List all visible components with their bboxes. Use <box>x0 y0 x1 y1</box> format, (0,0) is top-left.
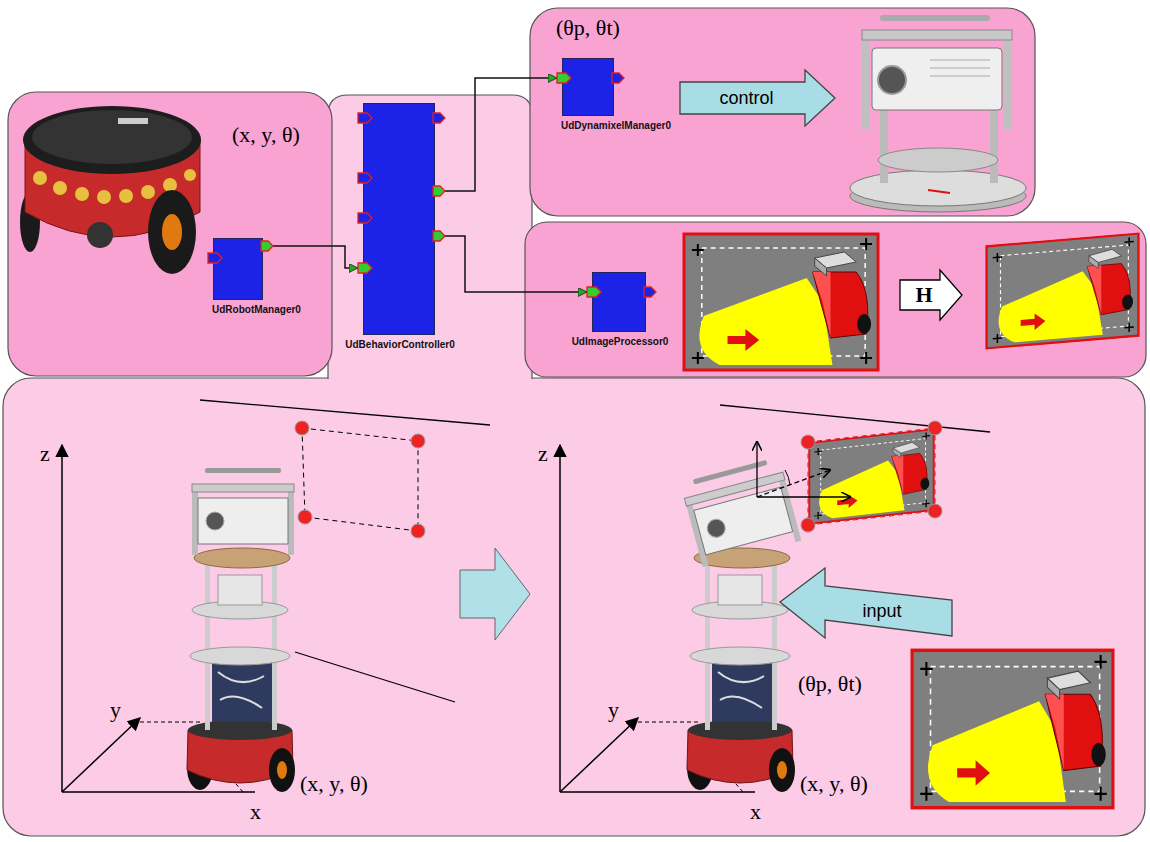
component-name: UdBehaviorController0 <box>345 339 454 351</box>
component-name: UdImageProcessor0 <box>572 336 669 348</box>
component-name: UdRobotManager0 <box>212 304 301 316</box>
homography-arrow: H <box>900 270 962 320</box>
axis-label: y <box>608 698 619 722</box>
port <box>587 287 601 297</box>
port <box>208 253 222 263</box>
pan-tilt-label: (θp, θt) <box>798 672 862 696</box>
axis-label: z <box>40 442 50 466</box>
port <box>261 241 273 251</box>
transition-arrow <box>460 548 530 640</box>
panel-bottom <box>3 378 1145 836</box>
port <box>358 213 372 223</box>
block-arrow: input <box>780 560 955 670</box>
axis-label: x <box>750 800 761 824</box>
world-left <box>62 400 490 792</box>
component-block: UdDynamixelManager0 <box>562 58 614 116</box>
mobile-robot-photo <box>20 106 201 274</box>
pose-label: (x, y, θ) <box>232 123 300 147</box>
port <box>557 73 571 83</box>
pan-tilt-projector-photo <box>850 15 1026 212</box>
port <box>612 73 624 83</box>
port <box>358 173 372 183</box>
port <box>433 186 445 196</box>
port <box>358 263 372 273</box>
panel-top-left <box>8 92 332 376</box>
port-set <box>592 272 646 332</box>
component-block: UdBehaviorController0 <box>363 103 435 335</box>
data-port-link <box>435 78 557 191</box>
panel-top-right <box>530 8 1035 216</box>
port-set <box>363 103 435 335</box>
panel-mid-right <box>525 222 1146 377</box>
arrow-label: H <box>915 282 932 308</box>
block-arrow: control <box>680 70 835 126</box>
arrow-outline <box>680 70 835 126</box>
pan-tilt-label: (θp, θt) <box>556 16 620 40</box>
arrow-outline <box>900 270 962 320</box>
component-name: UdDynamixelManager0 <box>561 120 671 132</box>
axis-label: y <box>110 698 121 722</box>
component-block: UdImageProcessor0 <box>592 272 646 332</box>
port <box>433 113 445 123</box>
axis-label: x <box>250 800 261 824</box>
arrow-outline <box>780 568 952 638</box>
port <box>433 231 445 241</box>
port <box>358 113 372 123</box>
pose-label: (x, y, θ) <box>800 772 868 796</box>
data-port-link <box>435 236 587 292</box>
axis-label: z <box>538 442 548 466</box>
port-set <box>562 58 614 116</box>
data-port-link <box>263 246 358 268</box>
pose-label: (x, y, θ) <box>300 772 368 796</box>
world-right <box>560 405 990 792</box>
port <box>644 287 656 297</box>
arrow-label: control <box>719 88 773 109</box>
port-set <box>213 238 263 300</box>
arrow-label: input <box>862 601 901 622</box>
component-block: UdRobotManager0 <box>213 238 263 300</box>
panel-middle <box>328 95 532 384</box>
